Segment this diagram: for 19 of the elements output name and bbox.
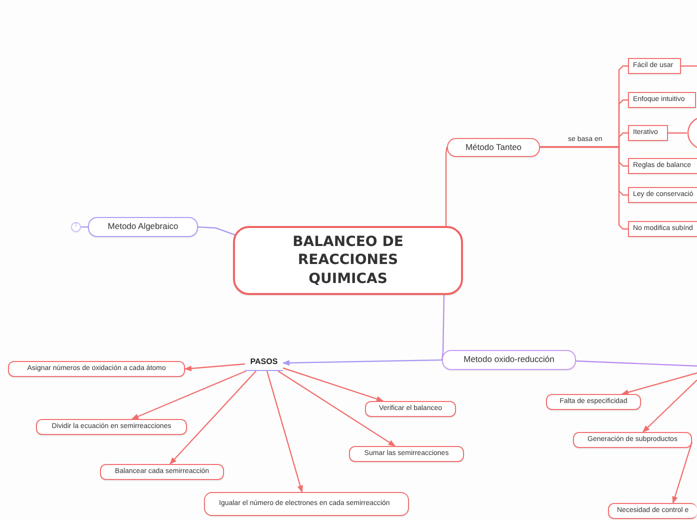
arrow xyxy=(621,372,697,396)
connector-line xyxy=(576,360,697,367)
topic-box: Método Tanteo xyxy=(447,138,540,157)
connector-line xyxy=(681,65,697,67)
connector-line xyxy=(445,146,448,226)
arrow xyxy=(266,370,303,493)
arrow xyxy=(282,367,384,402)
central-topic: BALANCEO DE REACCIONES QUIMICAS xyxy=(233,226,463,295)
connector-line xyxy=(668,132,687,134)
topic-box: Metodo oxido-reducción xyxy=(442,350,576,370)
arrow xyxy=(131,370,246,420)
arrow xyxy=(170,370,256,465)
topic-box: Metodo Algebraico xyxy=(88,217,198,237)
arrow xyxy=(642,380,697,432)
arrow xyxy=(278,370,396,446)
connector-line xyxy=(540,146,628,230)
arrow xyxy=(184,363,246,372)
heading-text: PASOS xyxy=(245,355,283,371)
arrow xyxy=(282,359,442,366)
